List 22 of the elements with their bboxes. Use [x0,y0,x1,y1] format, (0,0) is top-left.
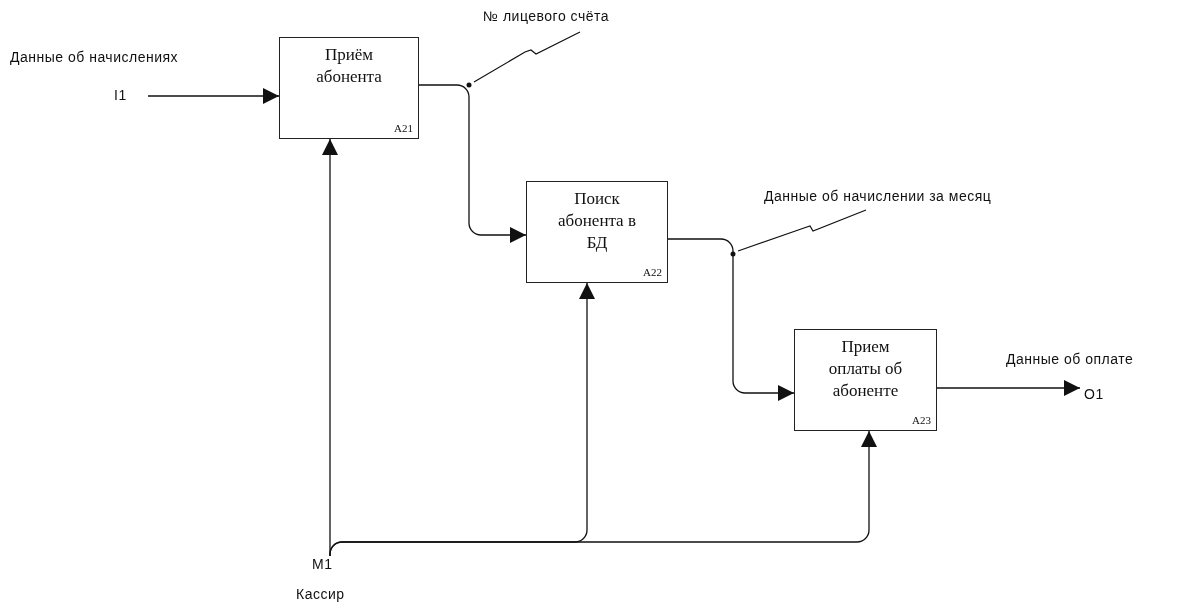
arrow [936,380,1081,396]
process-box [526,181,668,283]
arrow-code: I1 [114,87,140,105]
node-code: A21 [394,122,413,135]
process-title: Приём абонента [315,44,383,88]
process-box [794,329,937,431]
arrow [147,88,280,104]
arrow-code: M1 [312,556,348,574]
node-code: A22 [643,266,662,279]
node-code: A23 [912,414,931,427]
process-title: Прием оплаты об абоненте [827,336,904,402]
arrow [418,84,527,243]
process-box [279,37,419,139]
arrow [329,430,877,557]
edge-label: Данные об начислении за месяц [764,188,992,205]
arrow [667,238,795,401]
process-title: Поиск абонента в БД [557,188,637,254]
arrow-label: Данные об оплате [1006,351,1134,368]
arrow-label: Данные об начислениях [10,49,179,66]
edge-label: № лицевого счёта [483,8,610,25]
arrow-label: Кассир [296,586,345,603]
arrow-code: O1 [1084,386,1116,404]
